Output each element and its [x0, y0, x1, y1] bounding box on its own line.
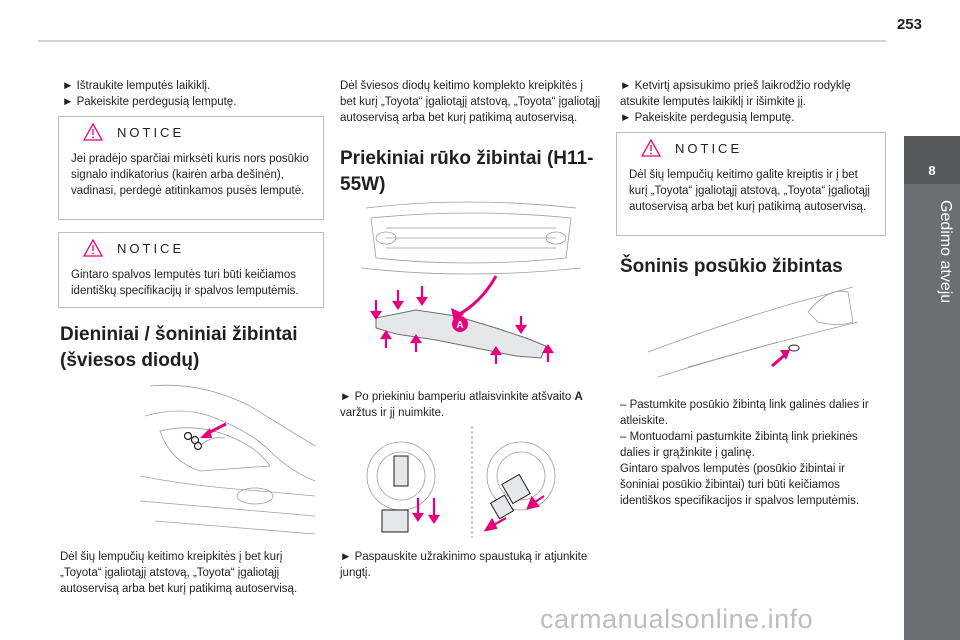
warning-icon — [83, 123, 103, 141]
notice-text: Dėl šių lempučių keitimo galite kreiptis… — [629, 169, 870, 213]
notice-title: NOTICE — [675, 140, 743, 156]
bumper-illustration: A — [356, 198, 586, 370]
notice-box: NOTICE Gintaro spalvos lemputės turi būt… — [58, 232, 324, 308]
section-heading: Šoninis posūkio žibintas — [620, 256, 843, 277]
header-rule — [38, 40, 886, 42]
notice-header: NOTICE — [59, 117, 323, 147]
section-heading: Dieniniai / šoniniai žibintai (šviesos d… — [60, 324, 298, 371]
callout-a-icon — [452, 316, 468, 332]
section-heading: Priekiniai rūko žibintai (H11-55W) — [340, 148, 594, 195]
list-item: ► Pakeiskite perdegusią lemputę. — [62, 96, 237, 108]
col3-text: – Pastumkite posūkio žibintą link galinė… — [620, 397, 886, 509]
col2-step2: ► Paspauskite užrakinimo spaustuką ir at… — [340, 551, 588, 579]
warning-icon — [83, 239, 103, 257]
connector-illustration — [356, 426, 588, 538]
col2-intro: Dėl šviesos diodų keitimo komplekto krei… — [340, 80, 601, 124]
chapter-tab — [904, 136, 960, 640]
headlight-illustration — [140, 376, 320, 536]
col2-step1: ► Po priekiniu bamperiu atlaisvinkite at… — [340, 391, 583, 419]
col3-bullets: ► Ketvirtį apsisukimo prieš laikrodžio r… — [620, 78, 886, 126]
warning-icon — [641, 139, 661, 157]
notice-text: Gintaro spalvos lemputės turi būti keiči… — [71, 269, 299, 297]
col1-bullets: ► Ištraukite lemputės laikiklį. ► Pakeis… — [62, 78, 324, 110]
notice-title: NOTICE — [117, 124, 185, 140]
callout-a-label: A — [456, 320, 463, 331]
dash-item: – Pastumkite posūkio žibintą link galinė… — [620, 399, 869, 427]
notice-box: NOTICE Dėl šių lempučių keitimo galite k… — [616, 132, 886, 236]
col3-paragraph: Gintaro spalvos lemputės (posūkio žibint… — [620, 463, 860, 507]
col1-paragraph: Dėl šių lempučių keitimo kreipkitės į be… — [60, 551, 298, 595]
notice-text: Jei pradėjo sparčiai mirksėti kuris nors… — [71, 153, 309, 197]
list-item: ► Ketvirtį apsisukimo prieš laikrodžio r… — [620, 80, 851, 108]
dash-item: – Montuodami pastumkite žibintą link pri… — [620, 431, 858, 459]
watermark: carmanualsonline.info — [540, 604, 814, 634]
side-lamp-illustration — [648, 282, 860, 386]
list-item: ► Pakeiskite perdegusią lemputę. — [620, 112, 795, 124]
notice-title: NOTICE — [117, 240, 185, 256]
notice-box: NOTICE Jei pradėjo sparčiai mirksėti kur… — [58, 116, 324, 220]
list-item: ► Ištraukite lemputės laikiklį. — [62, 80, 211, 92]
chapter-number: 8 — [904, 136, 960, 184]
chapter-title: Gedimo atveju — [937, 200, 954, 304]
notice-header: NOTICE — [59, 233, 323, 263]
page-number: 253 — [896, 16, 922, 33]
notice-header: NOTICE — [617, 133, 885, 163]
